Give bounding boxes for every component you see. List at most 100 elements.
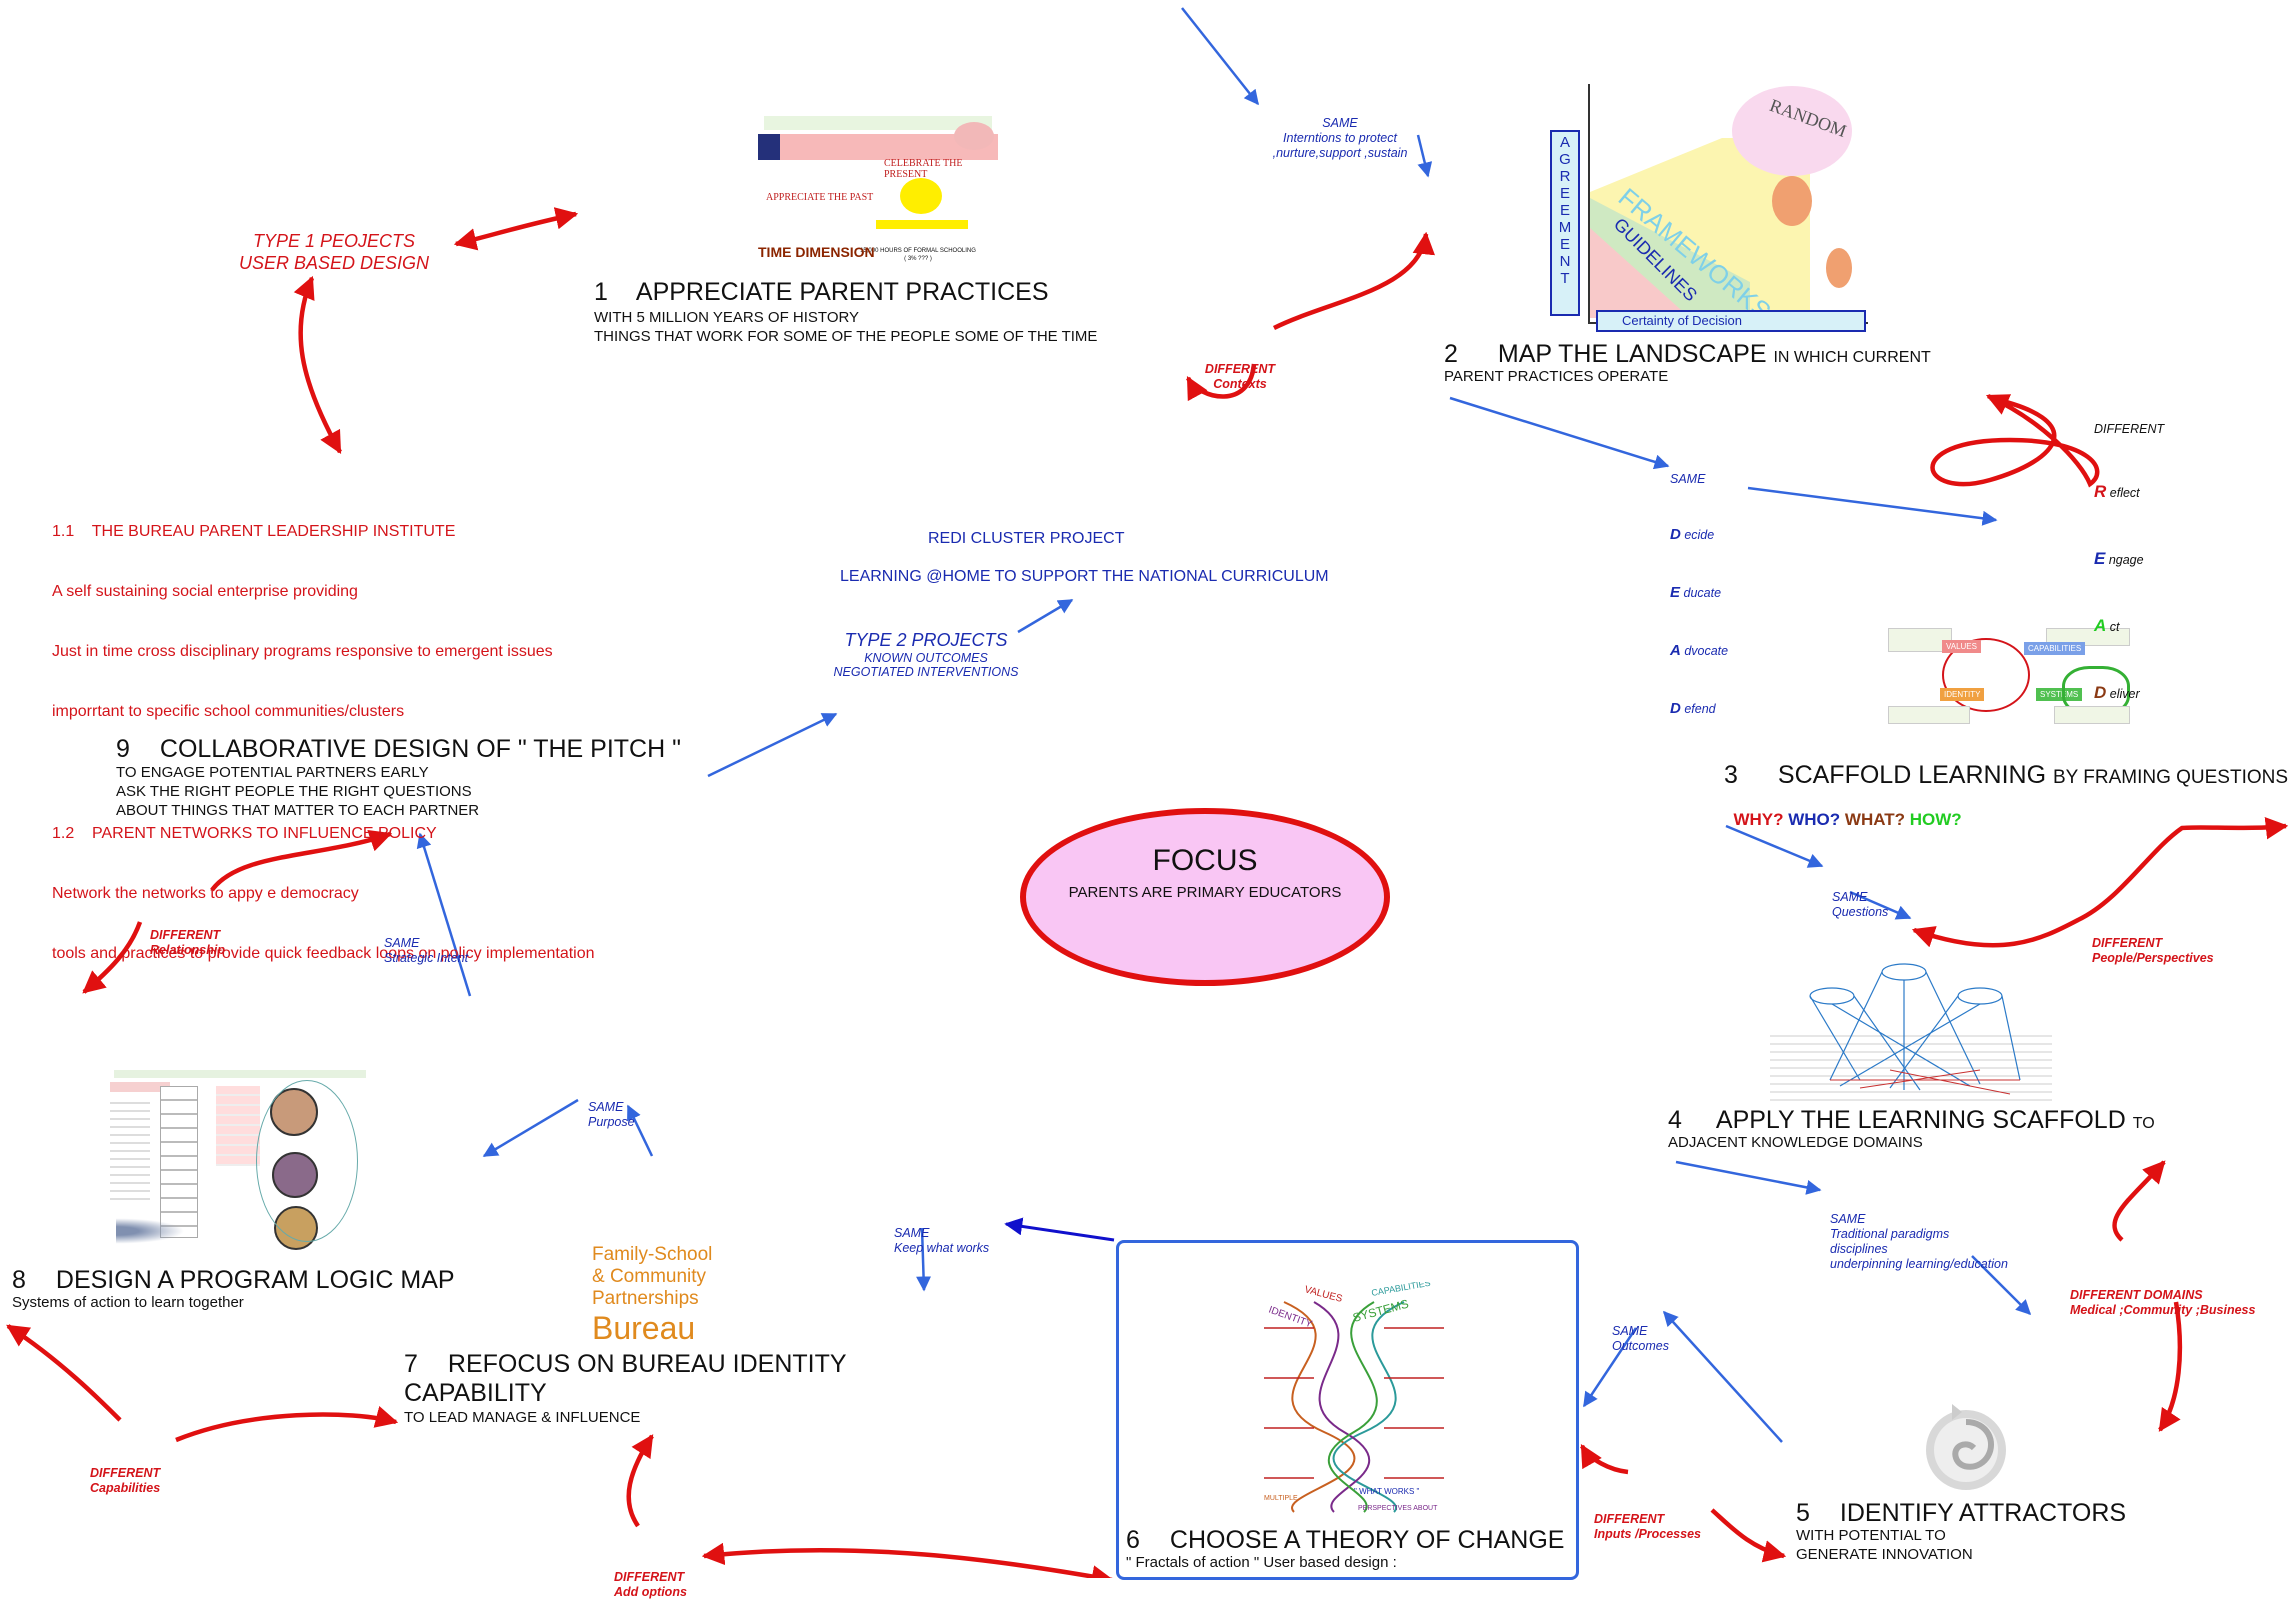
arrow-traditional — [1971, 1255, 2032, 1316]
arrow-step5-outcomes — [1662, 1310, 1783, 1443]
institute-line2: Just in time cross disciplinary programs… — [52, 643, 553, 660]
question-what: WHAT? — [1844, 810, 1906, 829]
arrow-step3-questions — [1725, 824, 1824, 868]
appreciate-past-label: APPRECIATE THE PAST — [766, 192, 874, 203]
arrow-questions — [1849, 890, 1912, 920]
focus-title: FOCUS — [1152, 844, 1258, 877]
question-how: HOW? — [1909, 810, 1962, 829]
step1-line2: THINGS THAT WORK FOR SOME OF THE PEOPLE … — [594, 328, 1098, 345]
arrow-cap-right — [175, 1406, 399, 1443]
step2-line1: PARENT PRACTICES OPERATE — [1444, 368, 1669, 385]
toc-perspectives: PERSPECTIVES ABOUT — [1358, 1505, 1438, 1512]
arrow-reap-loop — [1930, 393, 2100, 488]
arrow-rel-right — [210, 829, 393, 892]
step7-line1: TO LEAD MANAGE & INFLUENCE — [404, 1409, 641, 1426]
arrow-top-in — [1181, 7, 1259, 106]
percent-label: ( 3% ??? ) — [904, 256, 932, 262]
type2-negotiated: NEGOTIATED INTERVENTIONS — [833, 665, 1019, 679]
step3-questions: WHY? WHO? WHAT? HOW? — [1724, 790, 1962, 830]
arrow-outcomes-step6 — [1582, 1327, 1638, 1408]
toc-capabilities: CAPABILITIES — [1371, 1282, 1432, 1298]
arrow-step4-traditional — [1675, 1160, 1822, 1195]
theory-of-change-thumbnail: VALUES CAPABILITIES IDENTITY SYSTEMS MUL… — [1264, 1282, 1444, 1513]
values-box: VALUES — [1942, 640, 1981, 653]
networks-line1: Network the networks to appy e democracy — [52, 885, 359, 902]
time-dimension-label: TIME DIMENSION — [758, 244, 875, 260]
arrow-step9-type2 — [707, 712, 838, 778]
logo-line1: Family-School — [592, 1244, 713, 1265]
arrow-rel-left — [82, 921, 143, 994]
arrow-inputs — [1582, 1446, 1784, 1556]
toc-what-works: " WHAT WORKS " — [1354, 1487, 1420, 1496]
bureau-institute-block: 1.1 THE BUREAU PARENT LEADERSHIP INSTITU… — [52, 482, 595, 984]
step8-line1: Systems of action to learn together — [12, 1294, 244, 1311]
arrow-contexts — [1188, 234, 1426, 397]
type2-projects: TYPE 2 PROJECTS KNOWN OUTCOMES NEGOTIATE… — [826, 630, 1026, 679]
arrow-purpose-step8 — [482, 1098, 579, 1158]
connector-arrows — [6, 7, 2289, 1578]
certainty-label: Certainty of Decision — [1622, 313, 1742, 328]
arrow-step2-deade — [1449, 396, 1670, 470]
arrow-type1 — [453, 207, 579, 251]
capabilities-box: CAPABILITIES — [2024, 642, 2086, 655]
label-same-deade: SAME D ecide E ducate A dvocate D efend — [1670, 472, 1729, 717]
arrow-keep — [916, 1227, 932, 1292]
institute-line1: A self sustaining social enterprise prov… — [52, 583, 358, 600]
celebrate-present-label: CELEBRATE THE PRESENT — [884, 158, 963, 180]
bureau-logo: Family-School & Community Partnerships B… — [592, 1244, 712, 1346]
landscape-thumbnail: RANDOM AGREEMENT FRAMEWORKS GUIDELINES C… — [1532, 78, 1884, 334]
arrow-type2-redi — [1017, 598, 1074, 634]
type1-line2: USER BASED DESIGN — [238, 253, 430, 273]
step1-line1: WITH 5 MILLION YEARS OF HISTORY — [594, 309, 860, 326]
type1-line1: TYPE 1 PEOJECTS — [252, 231, 416, 251]
type2-title: TYPE 2 PROJECTS — [844, 630, 1008, 650]
question-why: WHY? — [1733, 810, 1784, 829]
toc-identity: IDENTITY — [1267, 1304, 1314, 1330]
arrow-deade-reap — [1747, 486, 1998, 526]
attractor-icon — [1926, 1404, 2006, 1490]
step9-line1: TO ENGAGE POTENTIAL PARTNERS EARLY — [116, 764, 429, 781]
logo-line4: Bureau — [592, 1310, 696, 1346]
step9-line2: ASK THE RIGHT PEOPLE THE RIGHT QUESTIONS — [116, 783, 472, 800]
redi-cluster-project: REDI CLUSTER PROJECT — [928, 530, 1125, 547]
question-who: WHO? — [1788, 810, 1841, 829]
networks-heading: 1.2 PARENT NETWORKS TO INFLUENCE POLICY — [52, 825, 437, 842]
logo-line2: & Community — [592, 1266, 707, 1287]
time-dimension-thumbnail: APPRECIATE THE PAST CELEBRATE THE PRESEN… — [758, 112, 998, 270]
hours-label: 15,000 HOURS OF FORMAL SCHOOLING — [860, 248, 976, 254]
arrow-add-up — [626, 1434, 654, 1528]
focus-ellipse: FOCUS PARENTS ARE PRIMARY EDUCATORS — [1020, 808, 1390, 986]
arrow-people — [1911, 817, 2289, 948]
type2-known: KNOWN OUTCOMES — [864, 651, 988, 665]
networks-line2: tools and practices to provide quick fee… — [52, 945, 595, 962]
logo-line3: Partnerships — [592, 1288, 699, 1309]
learning-at-home: LEARNING @HOME TO SUPPORT THE NATIONAL C… — [840, 568, 1329, 585]
identity-box: IDENTITY — [1940, 688, 1985, 701]
arrow-cap-left — [6, 1324, 122, 1422]
toc-systems: SYSTEMS — [1351, 1297, 1410, 1325]
arrow-add — [701, 1542, 1115, 1578]
arrow-step6-keep — [1004, 1217, 1115, 1242]
institute-line3: imporrtant to specific school communitie… — [52, 703, 405, 720]
arrow-to-step2 — [1416, 134, 1433, 178]
arrow-type1-bureau — [293, 275, 342, 454]
agreement-label: AGREEMENT — [1558, 134, 1572, 287]
step9-line3: ABOUT THINGS THAT MATTER TO EACH PARTNER — [116, 802, 480, 819]
step6-line1: " Fractals of action " User based design… — [1126, 1554, 1397, 1571]
focus-subtitle: PARENTS ARE PRIMARY EDUCATORS — [1068, 884, 1342, 901]
